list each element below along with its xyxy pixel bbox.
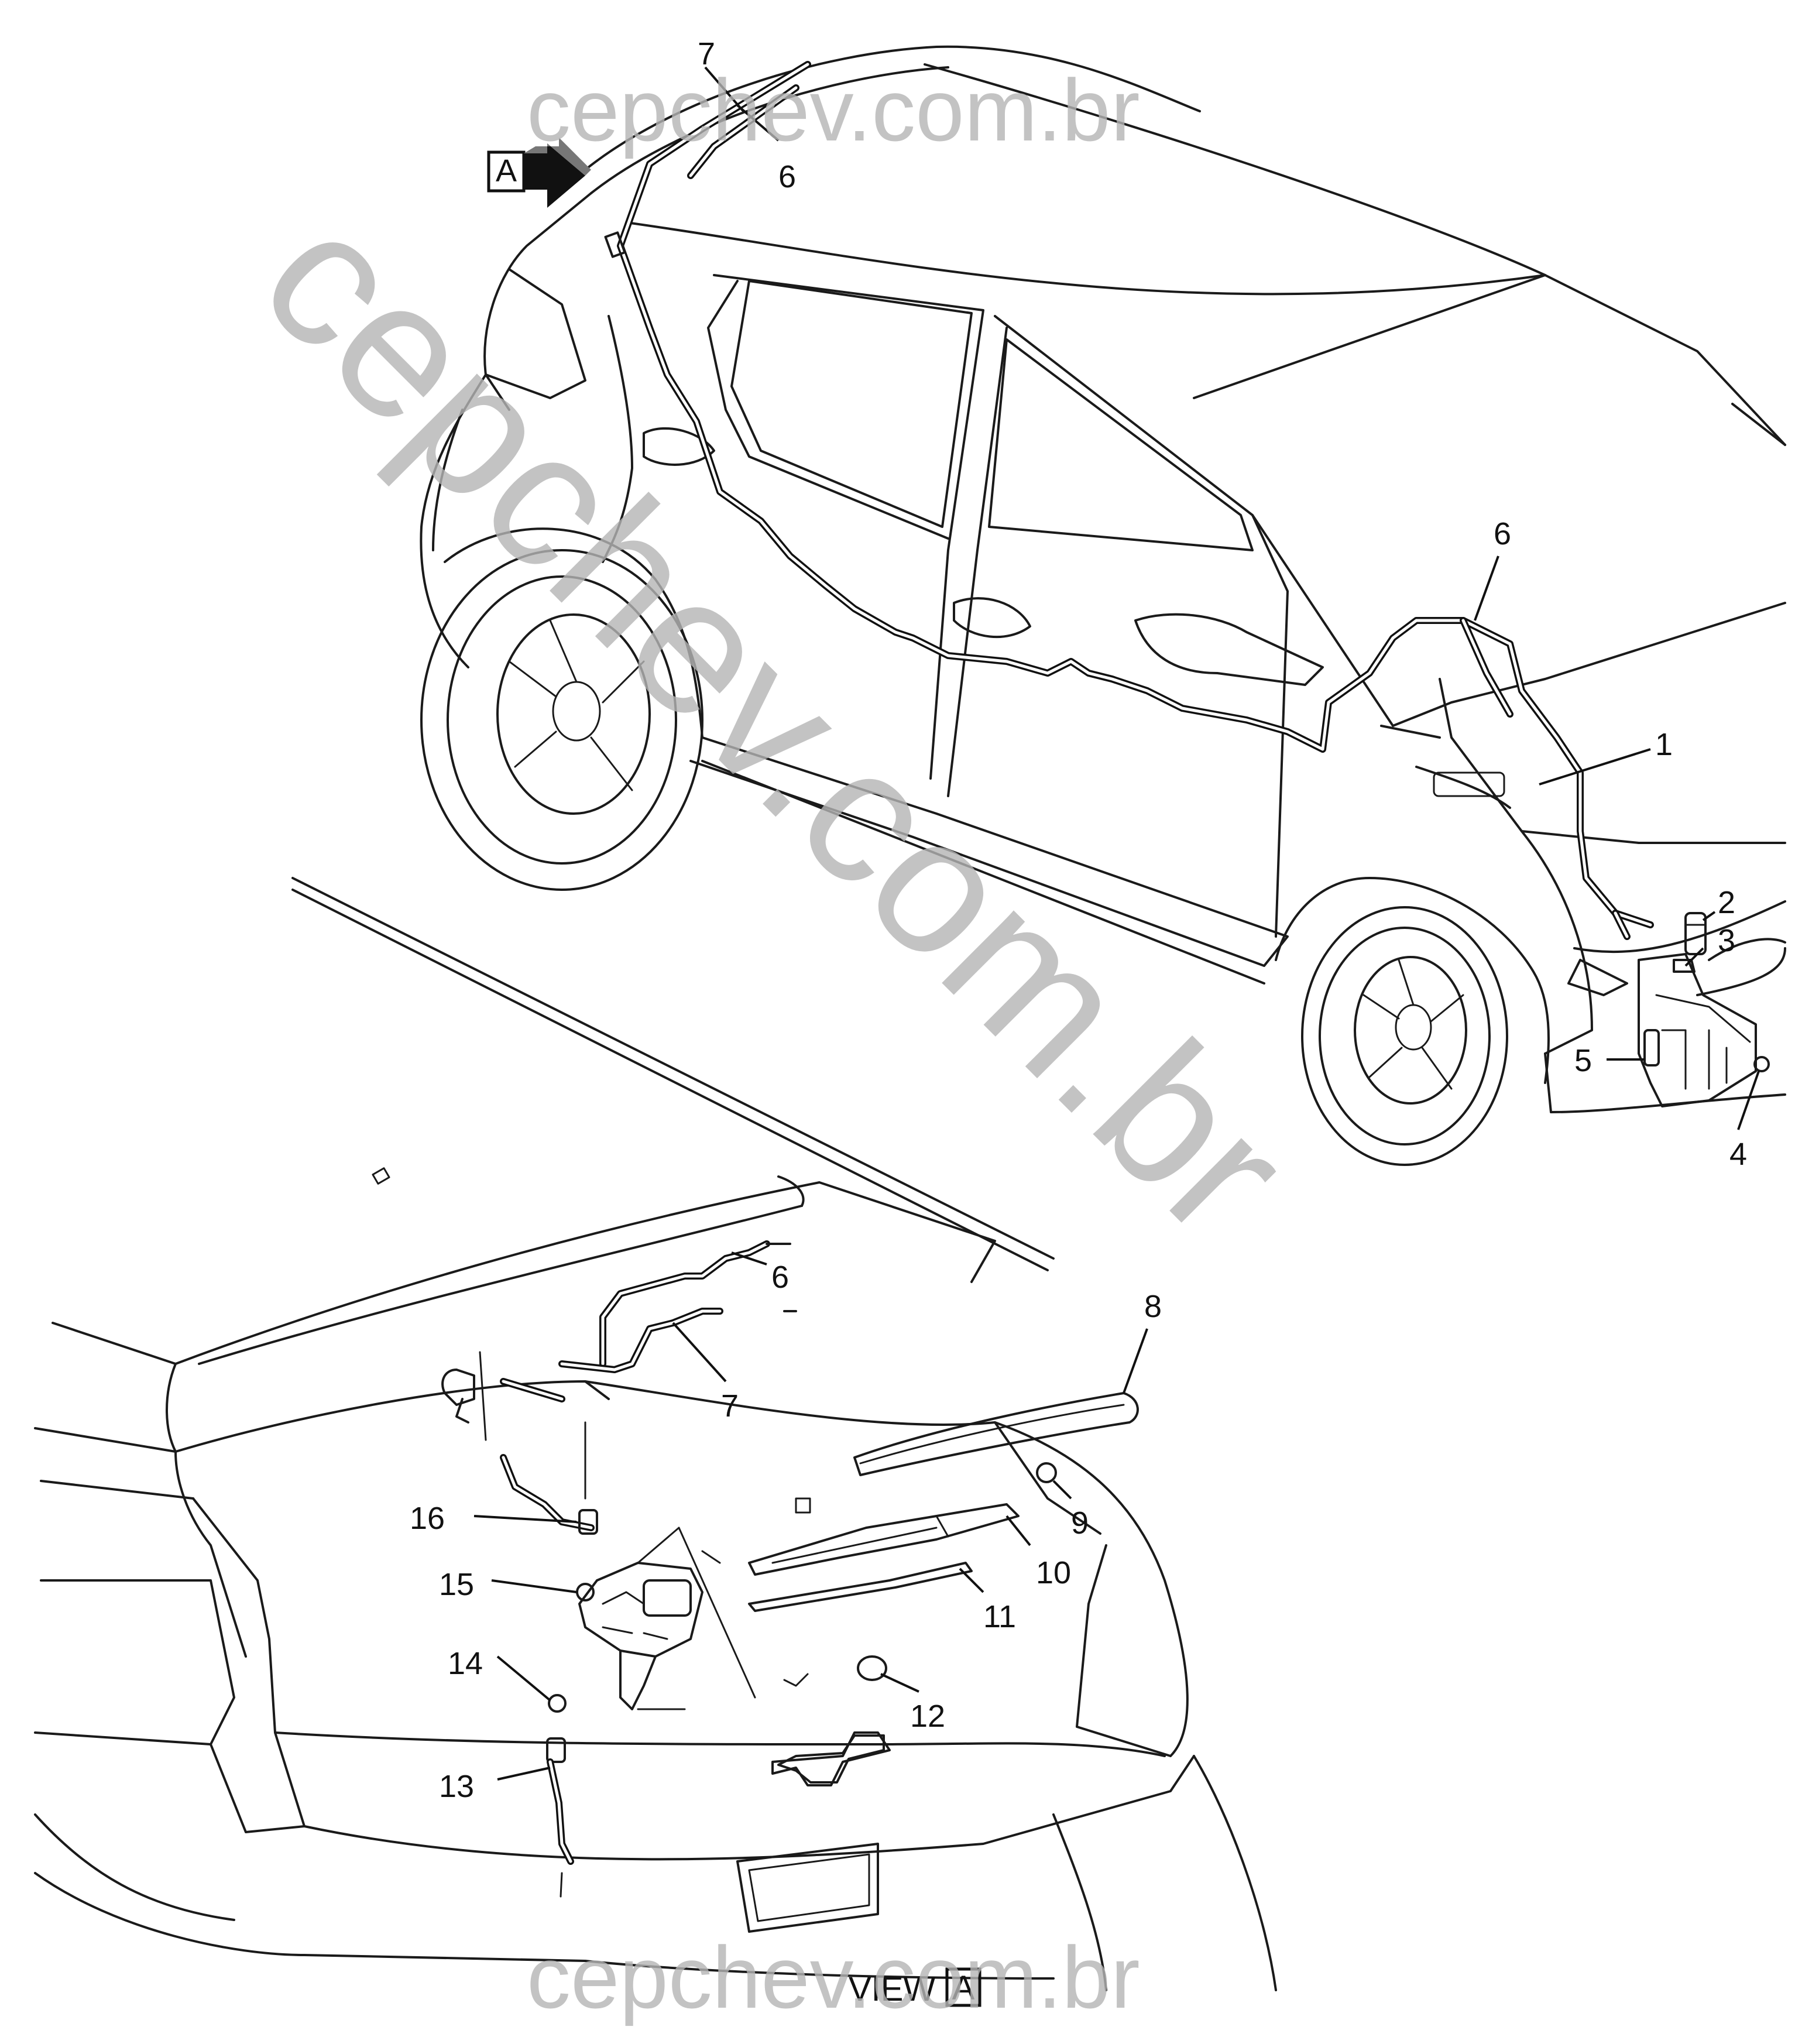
- callout-5: 5: [1574, 1043, 1592, 1078]
- callout-15: 15: [439, 1567, 474, 1602]
- car-side-view: [420, 45, 1786, 1166]
- callout-6-view: 6: [771, 1260, 789, 1295]
- callout-16: 16: [410, 1501, 445, 1536]
- callout-9: 9: [1071, 1505, 1089, 1541]
- watermark-top: cepchev.com.br: [527, 61, 1140, 159]
- view-a-marker-letter: A: [496, 153, 517, 188]
- view-a-marker: [487, 138, 591, 208]
- rear-hatch-view: [34, 877, 1277, 1991]
- callout-11: 11: [983, 1599, 1016, 1634]
- callout-12: 12: [910, 1699, 945, 1734]
- callout-10: 10: [1036, 1555, 1071, 1590]
- callout-3: 3: [1718, 923, 1735, 958]
- callout-14: 14: [448, 1646, 483, 1681]
- view-a-label: VIEW A: [849, 1967, 981, 2008]
- callout-6-top: 6: [778, 159, 796, 194]
- callout-13: 13: [439, 1769, 474, 1804]
- watermark-diagonal: cepchev.com.br: [222, 169, 1329, 1277]
- leader-lines: [473, 66, 1760, 1781]
- callout-1: 1: [1655, 727, 1673, 762]
- callout-2: 2: [1718, 885, 1735, 920]
- callout-7-top: 7: [698, 36, 715, 71]
- callouts: 7 6 6 1 2 3 4 5 6 7 8 9 10 11 12 13 14 1…: [410, 36, 1747, 1804]
- callout-8: 8: [1144, 1289, 1162, 1324]
- view-label-prefix: VIEW: [849, 1970, 935, 2008]
- watermark-bottom: cepchev.com.br: [527, 1928, 1140, 2026]
- callout-4: 4: [1729, 1137, 1747, 1172]
- callout-6-hood: 6: [1494, 516, 1511, 551]
- view-label-letter: A: [952, 1969, 975, 2007]
- callout-7-view: 7: [721, 1388, 739, 1424]
